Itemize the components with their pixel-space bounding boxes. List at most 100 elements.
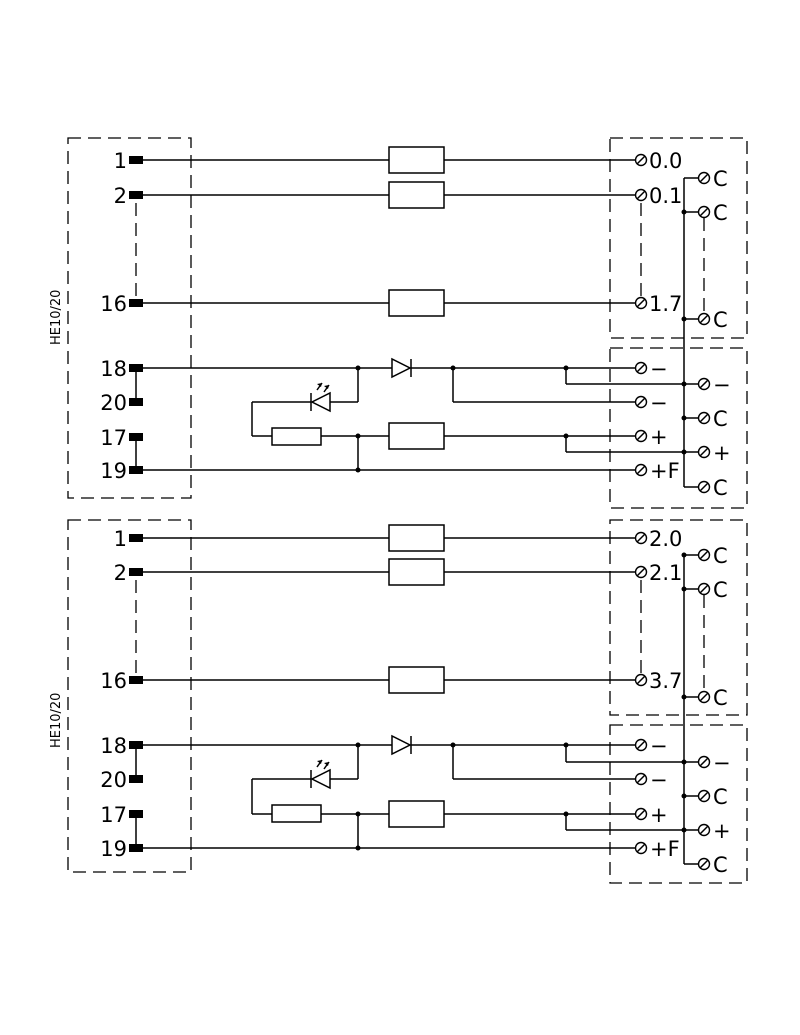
- fuse: [388, 800, 445, 828]
- pin-1: [129, 156, 143, 164]
- pin-18: [129, 741, 143, 749]
- junction: [681, 793, 687, 799]
- screw-terminal-icon: [634, 673, 648, 687]
- common-label: −: [713, 373, 731, 397]
- fuse: [388, 181, 445, 209]
- pin-20: [129, 398, 143, 406]
- terminal-block-supply: [609, 724, 748, 884]
- fuse: [388, 422, 445, 450]
- pin-label: 18: [100, 734, 127, 758]
- junction: [355, 467, 361, 473]
- screw-terminal-icon: [697, 205, 711, 219]
- terminal-block-io: [609, 137, 748, 339]
- junction: [681, 415, 687, 421]
- screw-terminal-icon: [697, 823, 711, 837]
- pin-label: 20: [100, 391, 127, 415]
- pin-label: 19: [100, 459, 127, 483]
- fuse: [388, 289, 445, 317]
- terminal-label: +F: [650, 459, 680, 483]
- pin-label: 17: [100, 426, 127, 450]
- common-label: +: [713, 819, 731, 843]
- terminal-block-io: [609, 519, 748, 716]
- pin-label: 18: [100, 357, 127, 381]
- pin-label: 2: [114, 561, 127, 585]
- common-label: C: [713, 578, 728, 602]
- screw-terminal-icon: [634, 841, 648, 855]
- junction: [681, 209, 687, 215]
- pin-2: [129, 191, 143, 199]
- screw-terminal-icon: [634, 738, 648, 752]
- pin-19: [129, 844, 143, 852]
- junction: [681, 759, 687, 765]
- screw-terminal-icon: [697, 480, 711, 494]
- common-label: C: [713, 308, 728, 332]
- terminal-label: −: [650, 391, 668, 415]
- screw-terminal-icon: [697, 690, 711, 704]
- pin-16: [129, 299, 143, 307]
- module-1: HE10/20 1 2 16 18 20 17 19 0.0 0.1: [49, 137, 748, 509]
- screw-terminal-icon: [697, 445, 711, 459]
- junction: [681, 381, 687, 387]
- terminal-label: −: [650, 357, 668, 381]
- screw-terminal-icon: [697, 377, 711, 391]
- terminal-label: −: [650, 768, 668, 792]
- common-label: C: [713, 785, 728, 809]
- fuse: [388, 146, 445, 174]
- screw-terminal-icon: [634, 361, 648, 375]
- common-label: C: [713, 853, 728, 877]
- pin-label: 20: [100, 768, 127, 792]
- terminal-label: +F: [650, 837, 680, 861]
- screw-terminal-icon: [697, 789, 711, 803]
- diode-icon: [391, 734, 412, 756]
- pin-20: [129, 775, 143, 783]
- junction: [355, 845, 361, 851]
- connector-label: HE10/20: [49, 290, 64, 345]
- led-icon: [310, 759, 331, 790]
- fuse: [388, 558, 445, 586]
- common-label: −: [713, 751, 731, 775]
- fuse: [388, 524, 445, 552]
- screw-terminal-icon: [697, 548, 711, 562]
- pin-17: [129, 433, 143, 441]
- pin-label: 16: [100, 292, 127, 316]
- pin-16: [129, 676, 143, 684]
- terminal-label: 1.7: [649, 292, 682, 316]
- connector-box: [67, 137, 192, 499]
- pin-label: 19: [100, 837, 127, 861]
- screw-terminal-icon: [697, 411, 711, 425]
- terminal-label: 2.0: [649, 527, 682, 551]
- common-label: C: [713, 476, 728, 500]
- junction: [681, 552, 687, 558]
- common-label: C: [713, 407, 728, 431]
- terminal-block-supply: [609, 347, 748, 509]
- junction: [681, 449, 687, 455]
- terminal-label: 2.1: [649, 561, 682, 585]
- pin-2: [129, 568, 143, 576]
- terminal-label: 3.7: [649, 669, 682, 693]
- screw-terminal-icon: [697, 312, 711, 326]
- common-label: C: [713, 686, 728, 710]
- fuse: [388, 666, 445, 694]
- screw-terminal-icon: [634, 565, 648, 579]
- terminal-label: 0.0: [649, 149, 682, 173]
- pin-label: 17: [100, 803, 127, 827]
- screw-terminal-icon: [634, 153, 648, 167]
- led-icon: [310, 382, 331, 413]
- screw-terminal-icon: [634, 531, 648, 545]
- screw-terminal-icon: [634, 463, 648, 477]
- junction: [681, 827, 687, 833]
- screw-terminal-icon: [697, 755, 711, 769]
- terminal-label: +: [650, 425, 668, 449]
- pin-label: 1: [114, 149, 127, 173]
- screw-terminal-icon: [634, 296, 648, 310]
- diode-icon: [391, 357, 412, 379]
- junction: [681, 586, 687, 592]
- pin-label: 16: [100, 669, 127, 693]
- common-label: +: [713, 441, 731, 465]
- screw-terminal-icon: [634, 395, 648, 409]
- resistor: [271, 427, 322, 446]
- screw-terminal-icon: [634, 429, 648, 443]
- pin-label: 1: [114, 527, 127, 551]
- common-label: C: [713, 167, 728, 191]
